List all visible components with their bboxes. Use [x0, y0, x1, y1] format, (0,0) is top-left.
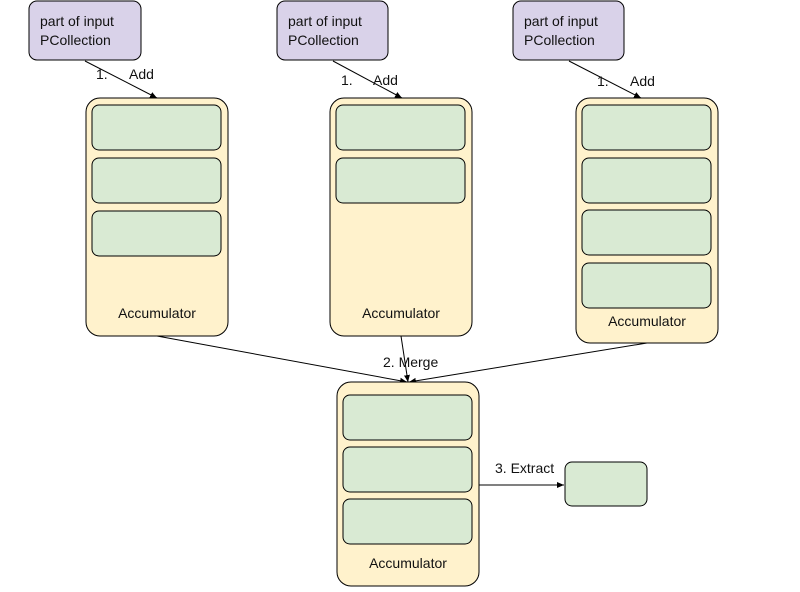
add-arrow-3: [568, 60, 642, 99]
accumulator-element: [581, 209, 712, 256]
input-label-line1: part of input: [288, 13, 362, 29]
merge-arrow-2: [400, 335, 410, 383]
input-label-line1: part of input: [40, 13, 114, 29]
accumulator-element: [581, 104, 712, 151]
merge-step-label: 2. Merge: [383, 354, 438, 370]
input-box-1: part of input PCollection: [28, 0, 142, 61]
input-label-line1: part of input: [524, 13, 598, 29]
merged-accumulator: Accumulator: [336, 381, 480, 587]
accumulator-element: [91, 157, 222, 204]
accumulator-2: Accumulator: [329, 97, 473, 337]
add-step-number: 1.: [597, 73, 609, 89]
accumulator-label: Accumulator: [369, 555, 447, 571]
accumulator-element: [581, 157, 712, 204]
output-element: [564, 461, 648, 507]
add-step-number: 1.: [341, 72, 353, 88]
accumulator-element: [335, 104, 466, 151]
merge-arrow-3: [408, 342, 648, 384]
accumulator-element: [342, 498, 473, 545]
accumulator-label: Accumulator: [608, 313, 686, 329]
accumulator-element: [342, 394, 473, 441]
add-step-label: Add: [373, 72, 398, 88]
accumulator-label: Accumulator: [118, 305, 196, 321]
input-label-line2: PCollection: [40, 32, 111, 48]
accumulator-element: [335, 157, 466, 204]
extract-step-label: 3. Extract: [495, 460, 554, 476]
input-label-line2: PCollection: [288, 32, 359, 48]
accumulator-1: Accumulator: [85, 97, 229, 337]
accumulator-element: [91, 210, 222, 257]
add-step-label: Add: [630, 73, 655, 89]
merge-arrow-1: [156, 335, 408, 384]
input-box-3: part of input PCollection: [512, 0, 625, 61]
add-arrow-1: [84, 60, 158, 99]
input-box-2: part of input PCollection: [276, 0, 389, 61]
add-arrow-2: [332, 60, 403, 99]
add-step-number: 1.: [96, 66, 108, 82]
accumulator-element: [342, 446, 473, 493]
accumulator-3: Accumulator: [575, 97, 719, 344]
accumulator-element: [91, 104, 222, 151]
add-step-label: Add: [129, 66, 154, 82]
input-label-line2: PCollection: [524, 32, 595, 48]
accumulator-element: [581, 262, 712, 309]
accumulator-label: Accumulator: [362, 305, 440, 321]
